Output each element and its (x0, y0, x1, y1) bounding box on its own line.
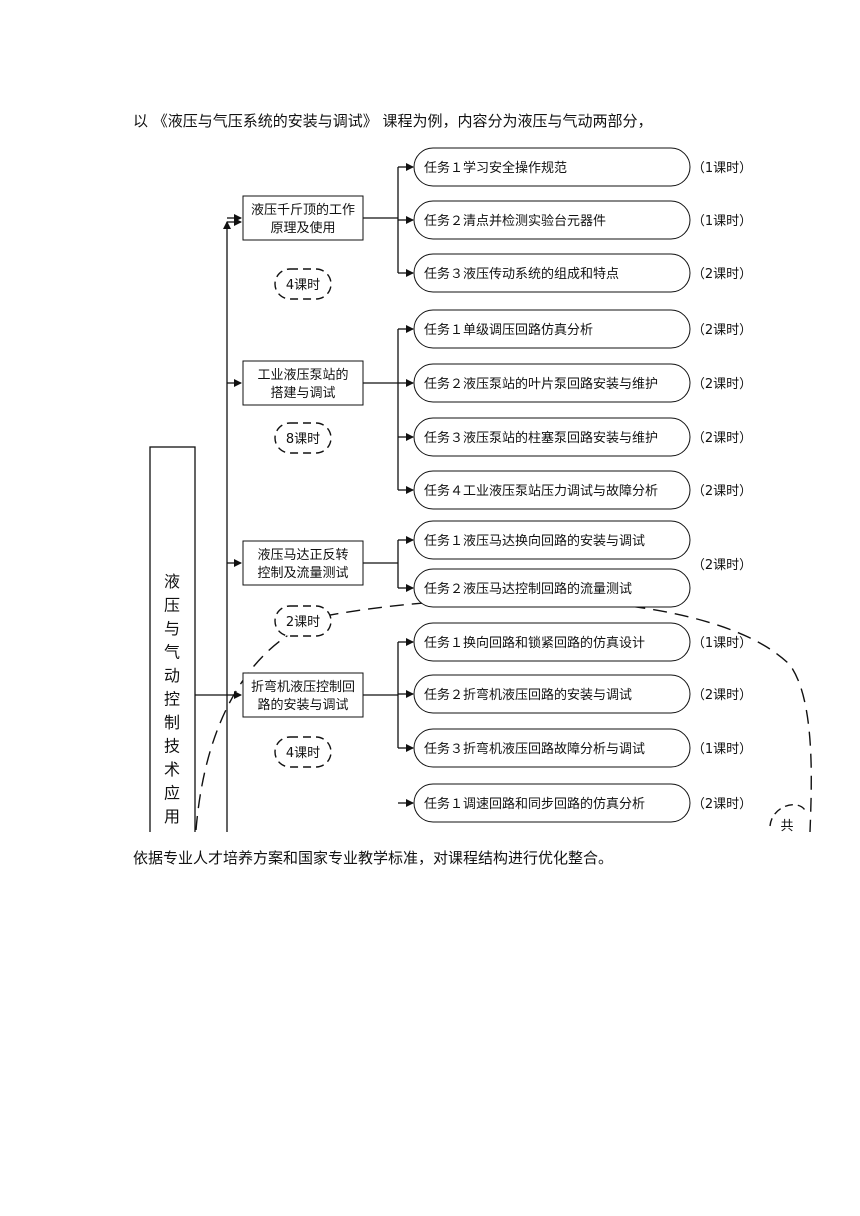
task-box (413, 363, 691, 403)
root-label-char: 与 (164, 619, 180, 638)
task-label: 任务１单级调压回路仿真分析 (424, 322, 593, 338)
task-box (413, 309, 691, 349)
task-box (413, 783, 691, 823)
root-label-char: 动 (164, 666, 180, 685)
task-label: 任务３液压传动系统的组成和特点 (424, 266, 619, 282)
task-hours: （1课时） (692, 636, 752, 651)
module-label: 原理及使用 (270, 220, 335, 236)
root-label-char: 制 (164, 713, 180, 732)
root-label-char: 技 (164, 737, 180, 756)
module-label: 液压马达正反转 (257, 548, 348, 563)
task-label: 任务１学习安全操作规范 (424, 160, 567, 176)
task-box (413, 622, 691, 662)
module-hours: 8课时 (286, 432, 320, 447)
task-label: 任务２折弯机液压回路的安装与调试 (424, 687, 632, 703)
task-box (413, 417, 691, 457)
task-box (413, 470, 691, 510)
module-box (242, 360, 364, 406)
side-dashed-ellipse (769, 804, 807, 827)
task-label: 任务３液压泵站的柱塞泵回路安装与维护 (424, 430, 658, 446)
task-label: 任务４工业液压泵站压力调试与故障分析 (424, 483, 658, 499)
task-label: 任务１调速回路和同步回路的仿真分析 (424, 796, 645, 812)
module-label: 路的安装与调试 (257, 697, 348, 713)
module-hours-ellipse (274, 422, 332, 454)
task-label: 任务２液压马达控制回路的流量测试 (424, 581, 632, 597)
task-label: 任务２液压泵站的叶片泵回路安装与维护 (424, 376, 658, 392)
module-box (242, 672, 364, 718)
side-note: 共 (780, 819, 793, 834)
task-hours: （1课时） (692, 161, 752, 176)
task-label: 任务１液压马达换向回路的安装与调试 (424, 533, 645, 549)
task-label: 任务２清点并检测实验台元器件 (424, 213, 606, 229)
task-box (413, 568, 691, 608)
root-label-char: 用 (164, 807, 180, 826)
module-label: 控制及流量测试 (257, 566, 348, 581)
module-hours: 2课时 (286, 615, 320, 630)
task-hours: （2课时） (692, 267, 752, 282)
task-hours: （2课时） (692, 688, 752, 703)
intro-paragraph: 以 《液压与气压系统的安装与调试》 课程为例，内容分为液压与气动两部分， (133, 112, 653, 130)
task-label: 任务３折弯机液压回路故障分析与调试 (424, 741, 645, 757)
task-box (413, 674, 691, 714)
task-label: 任务１换向回路和锁紧回路的仿真设计 (424, 635, 645, 651)
closing-paragraph: 依据专业人才培养方案和国家专业教学标准，对课程结构进行优化整合。 (133, 849, 614, 867)
module-label: 工业液压泵站的 (257, 367, 348, 383)
module-box (242, 540, 364, 586)
root-box (149, 446, 196, 832)
dashed-group-arc (195, 598, 812, 832)
task-hours: （2课时） (692, 377, 752, 392)
root-label-char: 应 (164, 784, 180, 803)
task-box (413, 147, 691, 187)
module-label: 折弯机液压控制回 (251, 679, 355, 695)
root-label-char: 压 (164, 596, 180, 615)
module-hours: 4课时 (286, 746, 320, 761)
root-label-char: 控 (164, 690, 180, 709)
module-label: 搭建与调试 (270, 385, 335, 401)
task-hours-shared: （2课时） (692, 558, 752, 573)
root-label-char: 气 (164, 643, 180, 662)
task-box (413, 728, 691, 768)
task-box (413, 520, 691, 560)
module-hours-ellipse (274, 736, 332, 768)
module-hours: 4课时 (286, 278, 320, 293)
root-label-char: 术 (164, 760, 180, 779)
task-hours: （2课时） (692, 323, 752, 338)
root-label-char: 液 (164, 572, 180, 591)
task-hours: （2课时） (692, 484, 752, 499)
task-hours: （1课时） (692, 742, 752, 757)
module-box (242, 195, 364, 241)
module-hours-ellipse (274, 268, 332, 300)
module-label: 液压千斤顶的工作 (251, 202, 355, 218)
task-box (413, 200, 691, 240)
module-hours-ellipse (274, 605, 332, 637)
task-hours: （2课时） (692, 431, 752, 446)
task-hours: （2课时） (692, 797, 752, 812)
task-box (413, 253, 691, 293)
task-hours: （1课时） (692, 214, 752, 229)
